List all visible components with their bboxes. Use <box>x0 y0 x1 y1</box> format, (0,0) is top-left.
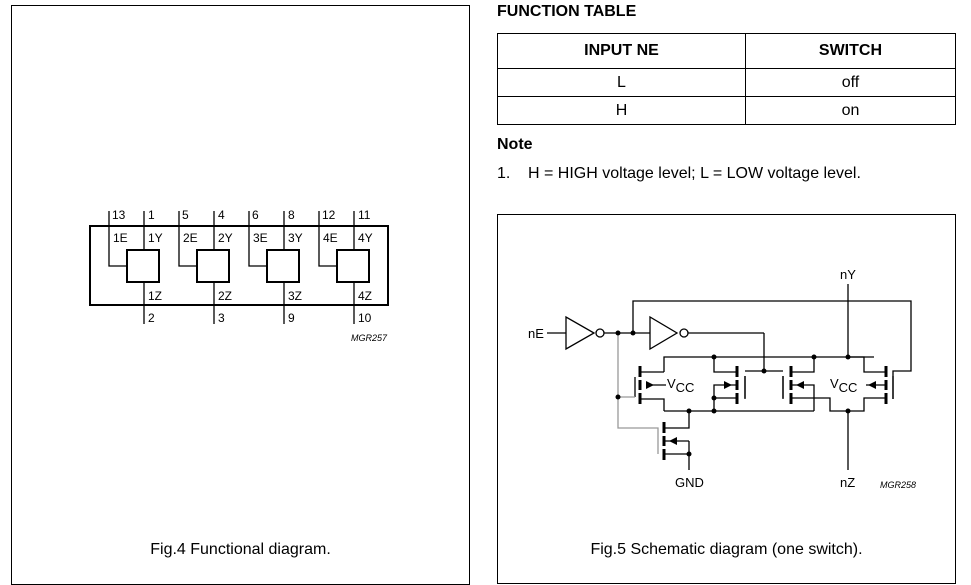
fig4-code: MGR257 <box>351 333 388 343</box>
vcc-label-left: VCC <box>667 376 694 395</box>
z-label: 2Z <box>218 289 232 303</box>
arrow-icon <box>669 437 677 445</box>
fig5-code: MGR258 <box>880 480 916 490</box>
note-item: 1. H = HIGH voltage level; L = LOW voltag… <box>497 165 861 183</box>
ground-label: GND <box>675 475 704 490</box>
enable-line <box>248 211 267 267</box>
wire <box>663 356 714 372</box>
enable-label: 3E <box>253 231 268 245</box>
junction-dot <box>845 408 851 414</box>
switch-box <box>126 249 160 283</box>
enable-label: 4E <box>323 231 338 245</box>
table-row: H on <box>497 96 957 125</box>
junction-dot <box>845 354 851 360</box>
enable-label: 1E <box>113 231 128 245</box>
inverter-2-bubble <box>679 328 689 338</box>
switch-box <box>266 249 300 283</box>
y-label: 3Y <box>288 231 303 245</box>
enable-line <box>178 211 197 267</box>
enable-line <box>318 211 337 267</box>
control-wire <box>617 333 630 429</box>
wire <box>664 411 690 429</box>
enable-label: 2E <box>183 231 198 245</box>
junction-dot <box>711 395 717 401</box>
pin-number: 12 <box>322 208 336 222</box>
junction-dot <box>686 451 692 457</box>
junction-dot <box>761 368 767 374</box>
vcc-main: V <box>830 376 839 391</box>
pin-number: 13 <box>112 208 126 222</box>
switch-box <box>336 249 370 283</box>
fig5-caption: Fig.5 Schematic diagram (one switch). <box>590 541 863 558</box>
ic-package-outline <box>89 225 389 306</box>
inverter-1 <box>565 315 596 351</box>
vcc-main: V <box>667 376 676 391</box>
z-label: 1Z <box>148 289 162 303</box>
junction-dot <box>711 408 717 414</box>
cell-switch: on <box>744 96 957 125</box>
wire <box>791 357 815 373</box>
switch-unit: 12 11 4E 4Y 4Z 10 <box>318 208 373 325</box>
note-title: Note <box>497 136 533 153</box>
pin-number: 9 <box>288 311 295 325</box>
junction-dot <box>615 330 621 336</box>
wire <box>814 397 886 412</box>
function-table: INPUT NE SWITCH L off H on <box>497 33 957 125</box>
inverter-1-bubble <box>595 328 605 338</box>
switch-unit: 6 8 3E 3Y 3Z 9 <box>248 208 303 325</box>
pin-number: 4 <box>218 208 225 222</box>
pin-number: 3 <box>218 311 225 325</box>
vcc-label-right: VCC <box>830 376 857 395</box>
arrow-icon <box>646 381 654 389</box>
vcc-sub: CC <box>839 380 858 395</box>
note-number: 1. <box>497 165 511 182</box>
z-label: 3Z <box>288 289 302 303</box>
junction-dot <box>711 354 717 360</box>
switch-unit: 5 4 2E 2Y 2Z 3 <box>178 208 233 325</box>
output-y-label: nY <box>840 267 856 282</box>
pin-number: 11 <box>358 208 371 222</box>
y-label: 4Y <box>358 231 373 245</box>
junction-dot <box>615 394 621 400</box>
switch-box <box>196 249 230 283</box>
enable-line <box>108 211 127 267</box>
input-label: nE <box>528 326 544 341</box>
note-text: H = HIGH voltage level; L = LOW voltage … <box>528 165 861 182</box>
fig4-caption: Fig.4 Functional diagram. <box>150 541 331 558</box>
arrow-icon <box>796 381 804 389</box>
pin-number: 5 <box>182 208 189 222</box>
pin-number: 8 <box>288 208 295 222</box>
pin-number: 10 <box>358 311 372 325</box>
wire <box>713 357 737 373</box>
wire <box>640 398 665 411</box>
pin-number: 1 <box>148 208 155 222</box>
y-label: 2Y <box>218 231 233 245</box>
junction-dot <box>630 330 636 336</box>
arrow-icon <box>868 381 876 389</box>
junction-dot <box>686 408 692 414</box>
cell-input: L <box>497 68 746 97</box>
function-table-title: FUNCTION TABLE <box>497 3 637 20</box>
feedback-wire <box>632 300 912 399</box>
output-z-label: nZ <box>840 475 855 490</box>
switch-unit: 13 1 1E 1Y 1Z 2 <box>108 208 163 325</box>
cell-input: H <box>497 96 746 125</box>
junction-dot <box>811 354 817 360</box>
pin-number: 6 <box>252 208 259 222</box>
vcc-sub: CC <box>676 380 695 395</box>
arrow-icon <box>724 381 732 389</box>
control-wire <box>630 427 659 454</box>
wire <box>664 453 690 470</box>
inverter-2 <box>649 315 679 351</box>
pin-number: 2 <box>148 311 155 325</box>
y-label: 1Y <box>148 231 163 245</box>
z-label: 4Z <box>358 289 372 303</box>
wire <box>848 356 886 373</box>
